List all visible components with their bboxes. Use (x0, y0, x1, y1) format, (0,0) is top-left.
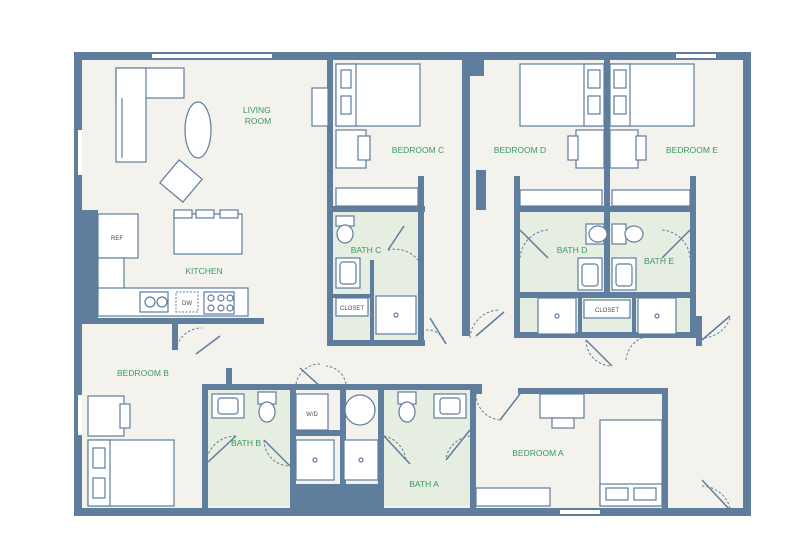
bedroom-b-furniture (87, 327, 221, 507)
living-room-label-line1: LIVING (243, 105, 271, 115)
closet-c-label: CLOSET (340, 306, 364, 312)
bath-e-label: BATH E (644, 256, 674, 266)
bath-a-label: BATH A (409, 479, 439, 489)
bath-d-e-fixtures: CLOSET (519, 223, 731, 367)
kitchen-label: KITCHEN (185, 266, 222, 276)
bath-c-label: BATH C (351, 245, 382, 255)
bedroom-a-label: BEDROOM A (512, 448, 564, 458)
living-room-label-line2: ROOM (245, 116, 271, 126)
bedroom-c-label: BEDROOM C (392, 145, 444, 155)
walls (74, 52, 751, 516)
bedroom-e-label: BEDROOM E (666, 145, 718, 155)
room-labels: LIVING ROOM KITCHEN BEDROOM C BEDROOM D … (117, 105, 718, 489)
kitchen-fixtures: REF DW (97, 213, 249, 317)
wd-label: W/D (306, 412, 318, 418)
bedroom-a-furniture (475, 393, 731, 511)
bedroom-d-e-furniture (469, 63, 695, 339)
ref-label: REF (111, 236, 123, 242)
closet-de-label: CLOSET (595, 308, 619, 314)
bath-d-label: BATH D (557, 245, 588, 255)
dw-label: DW (182, 301, 192, 307)
bath-c-fixtures: CLOSET (335, 215, 447, 345)
bath-a-fixtures (383, 391, 521, 465)
bedroom-d-label: BEDROOM D (494, 145, 546, 155)
bath-b-label: BATH B (231, 438, 261, 448)
bedroom-c-furniture (335, 63, 421, 207)
living-room-furniture (115, 67, 329, 255)
bedroom-b-label: BEDROOM B (117, 368, 169, 378)
bath-b-fixtures (205, 391, 291, 467)
laundry-fixtures: W/D (295, 363, 379, 481)
living-room-label: LIVING ROOM (243, 105, 273, 126)
